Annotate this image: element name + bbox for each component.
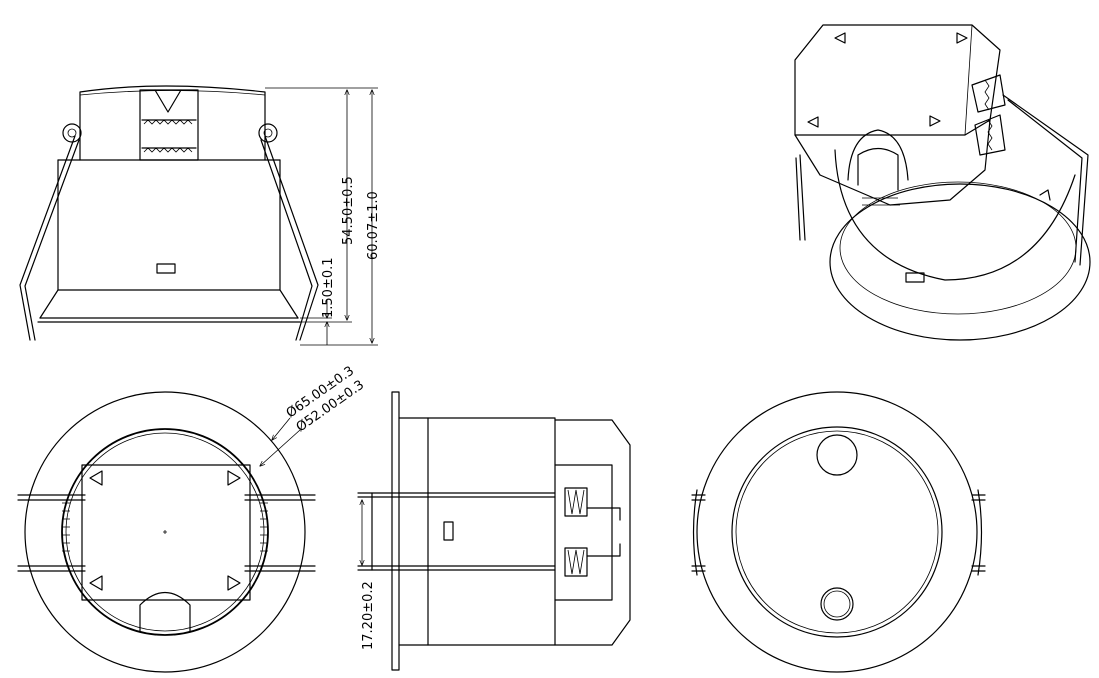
side-elevation-view: 17.20±0.2 [357,391,631,671]
dim-flange-thickness: 1.50±0.1 [321,257,336,318]
dim-spring-gap: 17.20±0.2 [361,581,376,650]
dim-body-height: 54.50±0.5 [341,176,356,245]
dim-total-height: 60.07±1.0 [366,191,381,260]
isometric-view [794,24,1091,341]
front-elevation-view: 1.50±0.1 54.50±0.5 60.07±1.0 [19,85,381,346]
top-plan-view: Ø65.00±0.3 Ø52.00±0.3 [17,364,367,673]
bottom-plan-view [691,391,986,673]
